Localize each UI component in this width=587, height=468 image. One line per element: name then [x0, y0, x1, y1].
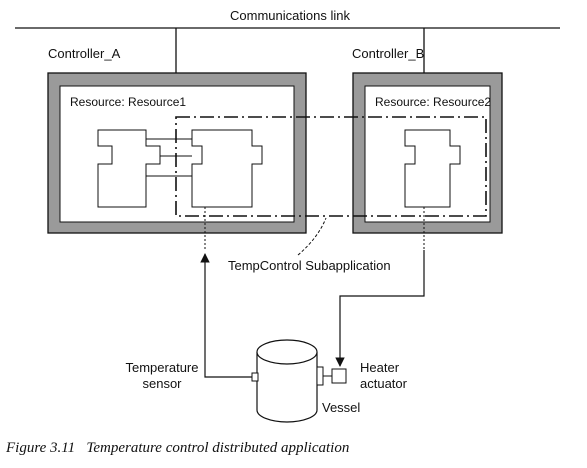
- resource1-label: Resource: Resource1: [70, 95, 186, 109]
- controller-a-label: Controller_A: [48, 46, 121, 61]
- function-block-3: [404, 129, 461, 208]
- heater-actuator-label-line2: actuator: [360, 376, 408, 391]
- subapplication-label: TempControl Subapplication: [228, 258, 391, 273]
- function-block-1: [97, 129, 161, 208]
- subapplication-boundary: [175, 116, 487, 217]
- sensor-signal-line: [200, 253, 252, 378]
- function-block-2: [191, 129, 263, 208]
- temperature-sensor-label-line2: sensor: [142, 376, 182, 391]
- controller-b-label: Controller_B: [352, 46, 424, 61]
- actuator-command-line: [335, 250, 425, 367]
- heater-actuator-icon: [316, 366, 347, 386]
- vessel-cylinder: [256, 339, 318, 423]
- temperature-sensor-label-line1: Temperature: [126, 360, 199, 375]
- figure-caption: Figure 3.11 Temperature control distribu…: [5, 440, 349, 456]
- temperature-sensor-icon: [251, 372, 259, 382]
- resource2-label: Resource: Resource2: [375, 95, 491, 109]
- heater-actuator-label-line1: Heater: [360, 360, 400, 375]
- vessel-label: Vessel: [322, 400, 360, 415]
- communications-link-label: Communications link: [230, 8, 350, 23]
